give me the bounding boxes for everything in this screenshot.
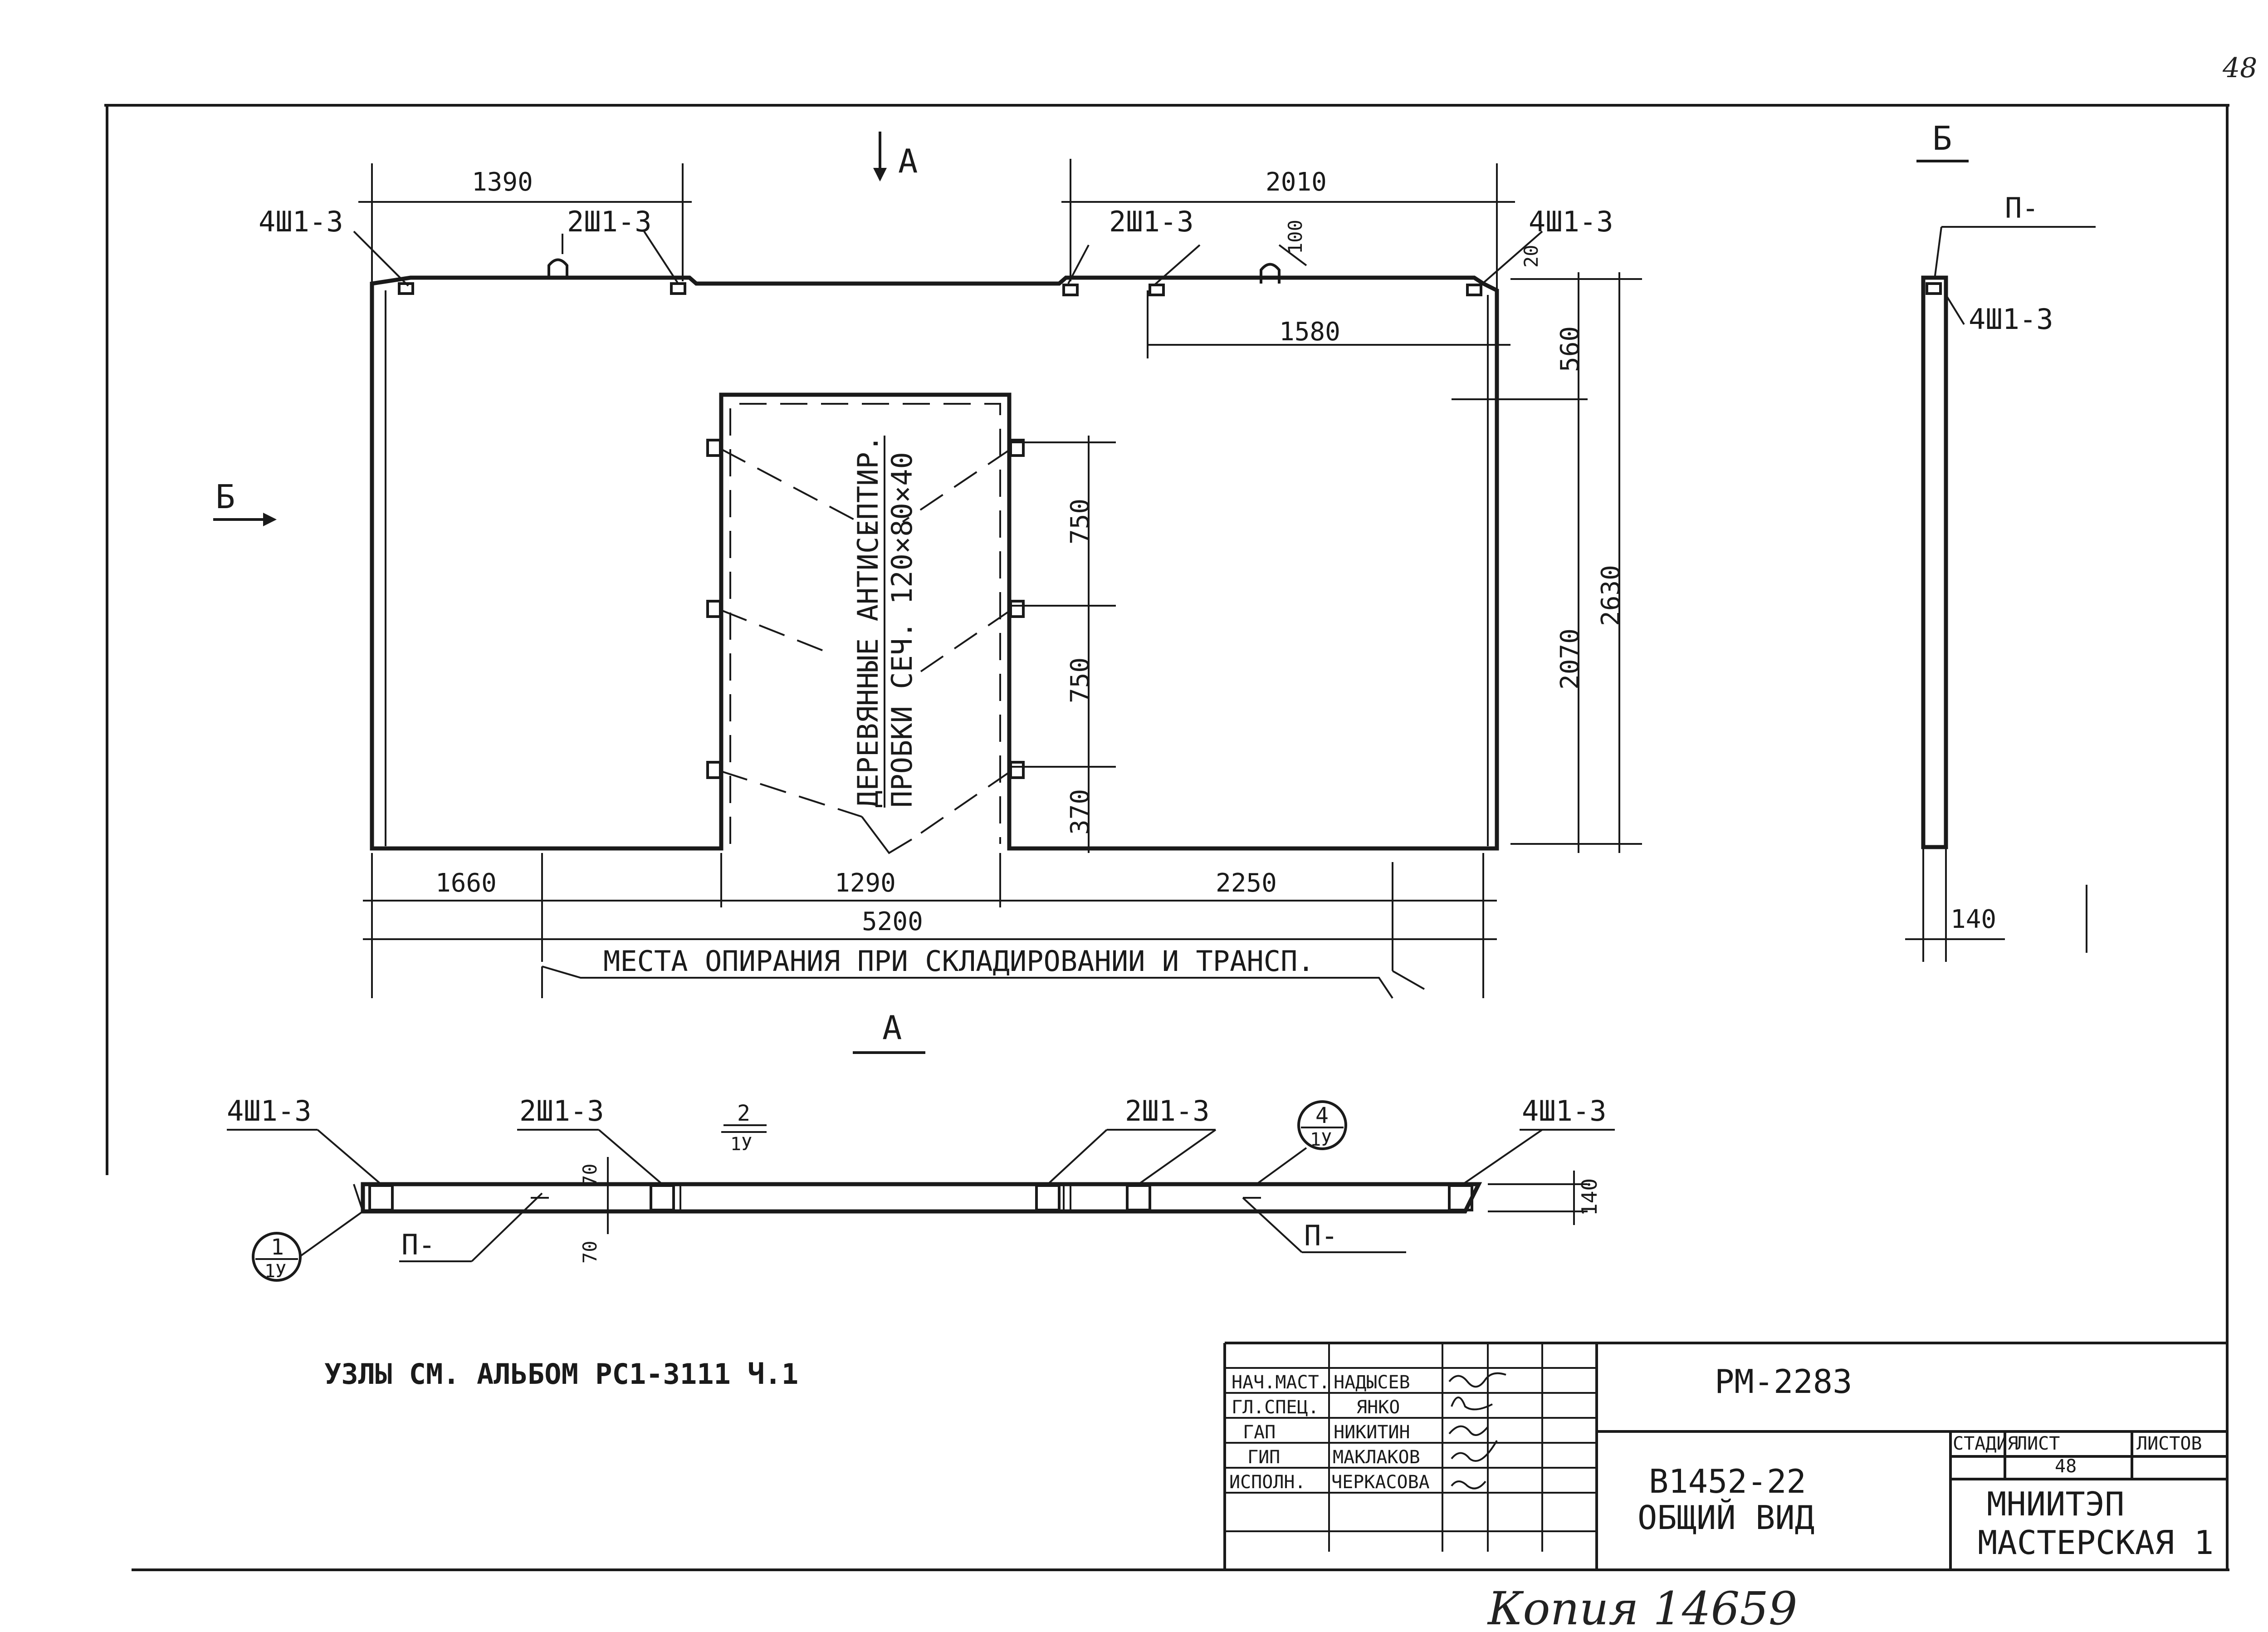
embed-2sh-center bbox=[1062, 284, 1079, 296]
wood-plugs bbox=[706, 439, 1025, 779]
node-1-den: 1У bbox=[264, 1261, 286, 1282]
bottom-handwriting: Копия 14659 bbox=[1487, 1582, 1798, 1632]
embed-2sh-right bbox=[1149, 284, 1165, 296]
section-arrow-a-top: A bbox=[873, 132, 918, 181]
node-1-num: 1 bbox=[271, 1235, 284, 1260]
plan-outline bbox=[361, 1182, 1482, 1214]
dim-20: 20 bbox=[1520, 245, 1542, 268]
side-view-title: Б bbox=[1932, 119, 1952, 157]
plan-label-4sh-left: 4Ш1-3 bbox=[227, 1094, 312, 1127]
dim-100: 100 bbox=[1284, 220, 1306, 254]
label-4sh-right: 4Ш1-3 bbox=[1529, 205, 1613, 238]
plan-label-4sh-right: 4Ш1-3 bbox=[1522, 1094, 1607, 1127]
side-view-panel bbox=[1921, 275, 1948, 849]
door-opening-inner bbox=[729, 403, 1001, 844]
wood-plug-note: ДЕРЕВЯННЫЕ АНТИСЕПТИР. ПРОБКИ СЕЧ. 120×8… bbox=[851, 435, 919, 808]
dim-2010: 2010 bbox=[1266, 167, 1327, 197]
tb-name-0: НАДЫСЕВ bbox=[1334, 1372, 1410, 1393]
node-4-num: 4 bbox=[1315, 1103, 1329, 1128]
section-a-top-letter: A bbox=[898, 142, 918, 180]
support-note: МЕСТА ОПИРАНИЯ ПРИ СКЛАДИРОВАНИИ И ТРАНС… bbox=[603, 945, 1315, 978]
nodes-reference-note: УЗЛЫ СМ. АЛЬБОМ РС1-3111 Ч.1 bbox=[324, 1358, 798, 1391]
dim-1390: 1390 bbox=[472, 167, 533, 197]
label-2sh-left: 2Ш1-3 bbox=[567, 205, 652, 238]
dim-1580: 1580 bbox=[1279, 317, 1340, 347]
node-circle-1 bbox=[252, 1232, 302, 1282]
dim-5200: 5200 bbox=[862, 907, 923, 936]
lifting-loop-left bbox=[547, 258, 568, 278]
sheet-frame bbox=[104, 104, 2229, 1571]
embed-4sh-right bbox=[1466, 284, 1482, 296]
tb-role-3: ГИП bbox=[1247, 1447, 1280, 1468]
svg-text:ПРОБКИ СЕЧ. 120×80×40: ПРОБКИ СЕЧ. 120×80×40 bbox=[885, 452, 919, 808]
tb-product: В1452-22 bbox=[1649, 1462, 1806, 1500]
dim-2630: 2630 bbox=[1596, 565, 1626, 626]
signatures bbox=[1448, 1372, 1506, 1490]
dim-2250: 2250 bbox=[1216, 868, 1277, 898]
svg-text:ДЕРЕВЯННЫЕ АНТИСЕПТИР.: ДЕРЕВЯННЫЕ АНТИСЕПТИР. bbox=[851, 435, 885, 808]
tb-role-0: НАЧ.МАСТ. bbox=[1232, 1372, 1330, 1393]
dim-2070: 2070 bbox=[1555, 628, 1585, 690]
side-view: Б П- 4Ш1-3 140 bbox=[1905, 119, 2096, 962]
section-label-a-bottom: A bbox=[853, 1009, 925, 1054]
tb-org-line2: МАСТЕРСКАЯ 1 bbox=[1978, 1524, 2214, 1562]
tb-role-4: ИСПОЛН. bbox=[1229, 1472, 1306, 1493]
node-circle-4 bbox=[1297, 1100, 1347, 1150]
embed-4sh-left bbox=[398, 282, 414, 295]
tb-col-sheet: ЛИСТ bbox=[2016, 1433, 2060, 1454]
wood-plug-leaders bbox=[721, 448, 1012, 840]
plan-label-2sh-left: 2Ш1-3 bbox=[519, 1094, 604, 1127]
main-dimension-lines bbox=[353, 159, 2087, 999]
tb-role-1: ГЛ.СПЕЦ. bbox=[1232, 1397, 1319, 1418]
section-arrow-b-left: Б bbox=[213, 478, 277, 526]
tb-col-sheets: ЛИСТОВ bbox=[2136, 1433, 2202, 1454]
tb-role-2: ГАП bbox=[1243, 1422, 1276, 1443]
embed-2sh-left bbox=[670, 282, 686, 295]
side-view-dim-140: 140 bbox=[1950, 905, 1996, 934]
panel-outline bbox=[370, 275, 1499, 851]
panel-elevation bbox=[370, 258, 1499, 854]
dim-750-b: 750 bbox=[1066, 657, 1095, 703]
tb-name-3: МАКЛАКОВ bbox=[1333, 1447, 1420, 1468]
dim-370: 370 bbox=[1066, 789, 1095, 835]
node-4-den: 1У bbox=[1310, 1129, 1332, 1150]
svg-text:A: A bbox=[882, 1009, 902, 1047]
tb-col-stage: СТАДИЯ bbox=[1953, 1433, 2019, 1454]
dim-1660: 1660 bbox=[435, 868, 497, 898]
dim-750-a: 750 bbox=[1066, 499, 1095, 544]
svg-text:Б: Б bbox=[215, 478, 235, 516]
label-4sh-left: 4Ш1-3 bbox=[259, 205, 343, 238]
tb-name-4: ЧЕРКАСОВА bbox=[1331, 1472, 1430, 1493]
plan-p-left: П- bbox=[401, 1228, 435, 1261]
dim-1290: 1290 bbox=[835, 868, 896, 898]
side-view-4sh-label: 4Ш1-3 bbox=[1969, 303, 2053, 336]
tb-view-name: ОБЩИЙ ВИД bbox=[1637, 1499, 1814, 1537]
plan-label-2sh-right: 2Ш1-3 bbox=[1125, 1094, 1210, 1127]
dim-560: 560 bbox=[1555, 326, 1585, 372]
plan-view bbox=[227, 1100, 1615, 1282]
tb-org-line1: МНИИТЭП bbox=[1987, 1485, 2124, 1523]
plan-dim-140: 140 bbox=[1577, 1178, 1602, 1216]
side-view-p-label: П- bbox=[2005, 191, 2039, 225]
label-2sh-right: 2Ш1-3 bbox=[1109, 205, 1194, 238]
lifting-loop-right bbox=[1260, 263, 1281, 284]
plan-dim-70-bot: 70 bbox=[579, 1240, 601, 1264]
plan-p-right: П- bbox=[1304, 1219, 1338, 1252]
plan-dim-70-top: 70 bbox=[579, 1163, 601, 1186]
tb-code: РМ-2283 bbox=[1715, 1362, 1852, 1401]
title-block: НАЧ.МАСТ. ГЛ.СПЕЦ. ГАП ГИП ИСПОЛН. НАДЫС… bbox=[1223, 1342, 2227, 1570]
tb-name-1: ЯНКО bbox=[1356, 1397, 1400, 1418]
tb-name-2: НИКИТИН bbox=[1334, 1422, 1410, 1443]
tb-sheet-no: 48 bbox=[2055, 1456, 2077, 1477]
node-2-num: 2 bbox=[737, 1101, 750, 1126]
node-2-den: 1У bbox=[730, 1134, 752, 1155]
sheet-corner-number: 48 bbox=[2222, 52, 2257, 84]
